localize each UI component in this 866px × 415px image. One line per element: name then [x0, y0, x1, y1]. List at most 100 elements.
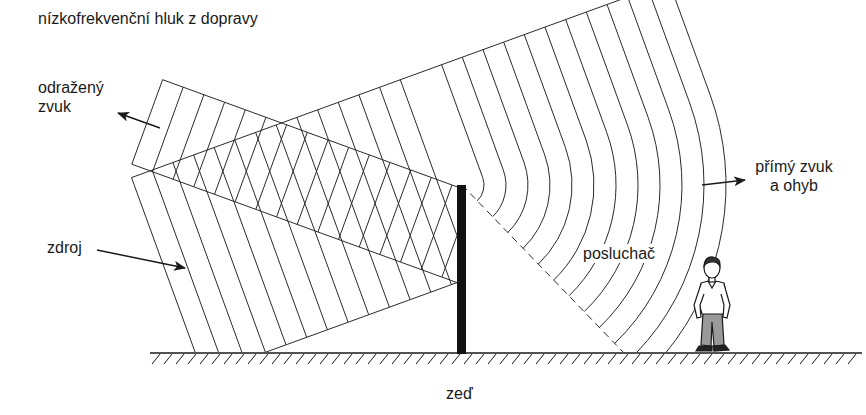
hatch-line — [824, 354, 832, 364]
ground-line — [150, 352, 862, 354]
reflected-wavefront — [132, 80, 163, 165]
hatch-line — [716, 354, 724, 364]
hatch-line — [776, 354, 784, 364]
incident-wavefront — [545, 27, 586, 140]
incident-wavefront — [669, 0, 710, 95]
hatch-line — [800, 354, 808, 364]
hatch-line — [368, 354, 376, 364]
hatch-line — [224, 354, 232, 364]
incident-wavefront — [214, 148, 286, 345]
diffracted-wavefront — [600, 117, 661, 327]
diffracted-wavefront — [615, 110, 682, 343]
hatch-line — [728, 354, 736, 364]
hatch-line — [836, 354, 844, 364]
reflected-wavefront — [318, 147, 349, 232]
hatch-line — [644, 354, 652, 364]
hatch-line — [596, 354, 604, 364]
incident-wavefront — [338, 102, 410, 299]
direct-arrow — [702, 180, 745, 185]
reflected-wavefront — [421, 185, 452, 270]
hatch-line — [788, 354, 796, 364]
hatch-line — [464, 354, 472, 364]
hatch-line — [212, 354, 220, 364]
reflected-wavefront — [215, 110, 246, 195]
hatch-line — [272, 354, 280, 364]
diffracted-wavefront — [538, 147, 572, 264]
hatch-line — [632, 354, 640, 364]
incident-wavefront — [524, 35, 565, 148]
hatch-line — [500, 354, 508, 364]
sound-waves — [132, 0, 727, 352]
diffracted-wavefront — [666, 95, 726, 352]
hatch-line — [584, 354, 592, 364]
diffracted-wavefront — [636, 102, 704, 352]
ground-hatch — [152, 354, 856, 364]
hatch-line — [380, 354, 388, 364]
source-label: zdroj — [45, 238, 84, 257]
listener-figure — [694, 257, 730, 351]
source-arrow — [97, 250, 185, 268]
incident-wavefront — [152, 170, 224, 352]
hatch-line — [296, 354, 304, 364]
hatch-line — [284, 354, 292, 364]
hatch-line — [620, 354, 628, 364]
incident-wavefront — [359, 95, 431, 292]
reflected-wavefront — [153, 87, 184, 172]
hatch-line — [428, 354, 436, 364]
diffracted-wavefront — [523, 155, 550, 248]
reflected-edge — [163, 80, 457, 187]
reflected-wavefront — [442, 236, 457, 278]
hatch-line — [320, 354, 328, 364]
reflected-wavefront — [256, 125, 287, 210]
reflected-arrow — [118, 113, 160, 128]
hatch-line — [848, 354, 856, 364]
hatch-line — [668, 354, 676, 364]
incident-wavefront — [504, 42, 545, 155]
hatch-line — [548, 354, 556, 364]
reflected-wavefront — [277, 132, 308, 217]
direct-label: přímý zvuk a ohyb — [750, 157, 838, 195]
incident-wavefront — [442, 65, 483, 178]
hatch-line — [752, 354, 760, 364]
hatch-line — [344, 354, 352, 364]
hatch-line — [704, 354, 712, 364]
listener-label: posluchač — [581, 244, 657, 263]
reflected-label: odražený zvuk — [38, 78, 114, 116]
hatch-line — [260, 354, 268, 364]
hatch-line — [512, 354, 520, 364]
beam-edge — [203, 283, 457, 352]
hatch-line — [452, 354, 460, 364]
hatch-line — [236, 354, 244, 364]
wall-label: zeď — [446, 384, 473, 403]
diagram-title: nízkofrekvenční hluk z dopravy — [38, 9, 258, 28]
diffracted-wavefront — [569, 132, 616, 295]
hatch-line — [188, 354, 196, 364]
hatch-line — [404, 354, 412, 364]
diffracted-wavefront — [493, 170, 506, 217]
hatch-line — [308, 354, 316, 364]
incident-wavefront — [607, 5, 648, 118]
hatch-line — [656, 354, 664, 364]
hatch-line — [572, 354, 580, 364]
incident-wavefront — [566, 20, 607, 133]
hatch-line — [764, 354, 772, 364]
reflected-wavefront — [194, 102, 225, 187]
diffracted-wavefront — [584, 125, 638, 312]
hatch-line — [740, 354, 748, 364]
hatch-line — [164, 354, 172, 364]
hatch-line — [416, 354, 424, 364]
hatch-line — [812, 354, 820, 364]
hatch-line — [152, 354, 160, 364]
incident-wavefront — [297, 117, 369, 314]
hatch-line — [536, 354, 544, 364]
incident-wavefront — [462, 57, 503, 170]
incident-wavefront — [276, 125, 348, 322]
hatch-line — [248, 354, 256, 364]
hatch-line — [356, 354, 364, 364]
hatch-line — [392, 354, 400, 364]
reflected-wavefront — [401, 178, 432, 263]
incident-wavefront — [586, 12, 627, 125]
incident-wavefront — [483, 50, 524, 163]
incident-wavefront — [628, 0, 669, 110]
